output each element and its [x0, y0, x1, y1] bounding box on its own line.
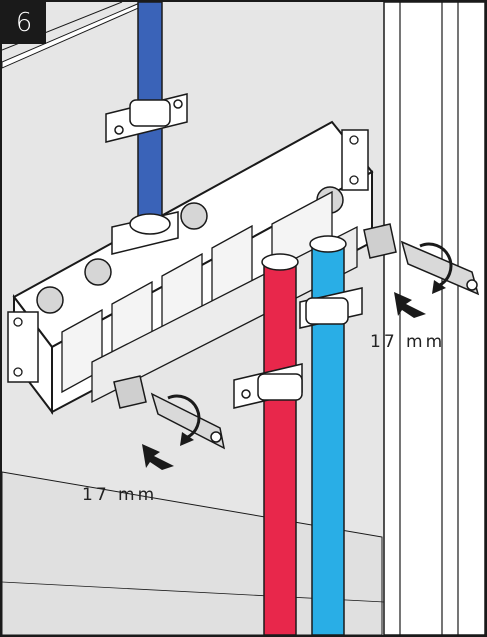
hot-water-pipe: [263, 259, 297, 635]
wall-stud: [2, 2, 153, 69]
wall-panel-right: [383, 2, 485, 635]
arrow-icon: [142, 444, 174, 470]
pipe-clamp-icon: [233, 363, 303, 409]
mixing-box: [12, 120, 374, 415]
mounting-bracket: [7, 311, 39, 383]
step-number-badge: 6: [2, 2, 46, 44]
wrench-icon: [113, 375, 226, 450]
mounting-bracket: [341, 129, 369, 191]
wrench-icon: [363, 223, 480, 296]
supply-pipe-nut: [111, 211, 179, 255]
arrow-icon: [394, 292, 426, 318]
pipe-clamp-icon: [105, 93, 188, 143]
pipe-clamp-icon: [299, 287, 363, 329]
wrench-size-label-right: 17 mm: [370, 332, 446, 352]
wrench-size-label-left: 17 mm: [82, 485, 158, 505]
